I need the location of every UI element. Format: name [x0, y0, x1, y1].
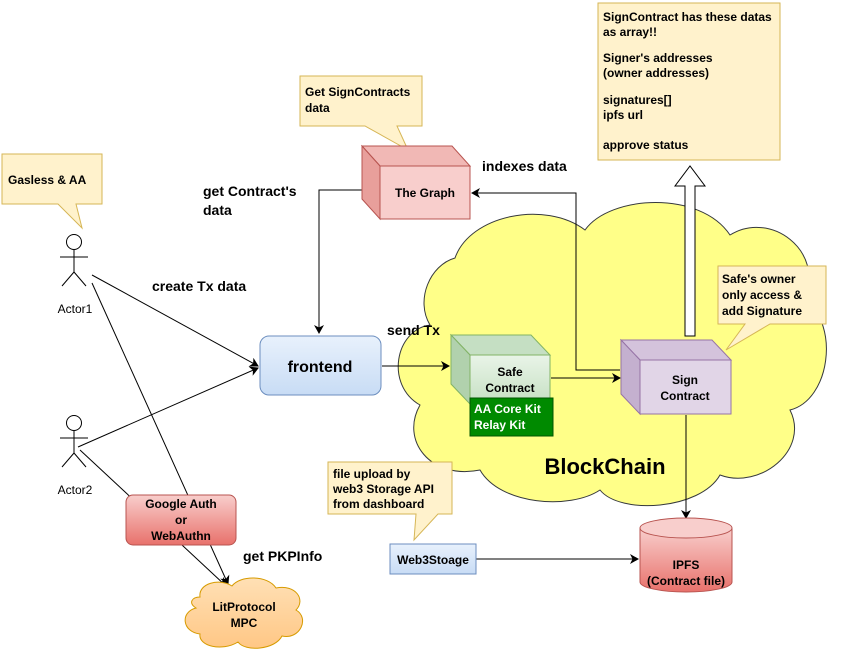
signcontract-data-up-arrow [674, 165, 706, 337]
callout-get-signcontracts-line2: data [305, 101, 330, 115]
sign-contract-label-2: Contract [660, 389, 709, 403]
callout-datas-line4: Signer's addresses [603, 51, 713, 65]
callout-safe-owner-line3: add Signature [722, 304, 802, 318]
label-create-tx: create Tx data [152, 278, 246, 294]
callout-datas-line8: ipfs url [603, 108, 643, 122]
callout-file-upload-line3: from dashboard [333, 497, 424, 511]
blockchain-label: BlockChain [544, 454, 665, 479]
aa-kit-node: AA Core Kit Relay Kit [469, 397, 554, 437]
label-get-pkpinfo: get PKPInfo [243, 548, 322, 564]
callout-file-upload-line2: web3 Storage API [332, 482, 434, 496]
callout-datas-line1: SignContract has these datas [603, 10, 772, 24]
callout-file-upload: file upload by web3 Storage API from das… [327, 461, 453, 542]
the-graph-node: The Graph [360, 144, 472, 221]
callout-gasless-text: Gasless & AA [8, 173, 87, 187]
google-auth-label-2: or [175, 513, 187, 527]
edge-actor1-frontend [91, 274, 259, 367]
frontend-label: frontend [288, 359, 353, 376]
callout-signcontract-datas: SignContract has these datas as array!! … [597, 2, 781, 161]
web3storage-label: Web3Stoage [397, 553, 469, 567]
the-graph-label: The Graph [395, 186, 455, 200]
callout-file-upload-line1: file upload by [333, 467, 411, 481]
callout-safe-owner-line1: Safe's owner [722, 272, 796, 286]
edge-signcontract-graph [471, 188, 620, 371]
web3storage-node: Web3Stoage [389, 543, 477, 575]
aa-kit-label-2: Relay Kit [474, 418, 525, 432]
google-auth-label-3: WebAuthn [151, 529, 211, 543]
actor2-label: Actor2 [58, 483, 93, 497]
edge-actor2-frontend [77, 366, 259, 448]
actor2 [60, 415, 88, 468]
label-get-contract-data-1: get Contract's [203, 183, 297, 199]
safe-contract-label-1: Safe [497, 365, 523, 379]
ipfs-label-1: IPFS [673, 558, 700, 572]
sign-contract-node: Sign Contract [619, 338, 733, 416]
frontend-node: frontend [259, 335, 382, 396]
ipfs-label-2: (Contract file) [647, 574, 725, 588]
callout-datas-line10: approve status [603, 138, 689, 152]
callout-datas-line2: as array!! [603, 25, 657, 39]
actor1 [60, 234, 88, 287]
callout-gasless: Gasless & AA [1, 153, 103, 230]
lit-protocol-node: LitProtocol MPC [184, 577, 303, 649]
aa-kit-label-1: AA Core Kit [474, 402, 541, 416]
label-indexes-data: indexes data [482, 158, 567, 174]
actor1-head [66, 234, 82, 250]
label-get-contract-data-2: data [203, 202, 232, 218]
callout-get-signcontracts: Get SignContracts data [299, 75, 423, 152]
callout-safe-owner: Safe's owner only access & add Signature [717, 265, 827, 351]
label-send-tx: send Tx [387, 322, 440, 338]
ipfs-node: IPFS (Contract file) [639, 517, 733, 593]
google-auth-node: Google Auth or WebAuthn [125, 494, 237, 546]
safe-contract-node: Safe Contract [449, 333, 552, 406]
actor1-label: Actor1 [58, 302, 93, 316]
sign-contract-label-1: Sign [672, 373, 698, 387]
callout-datas-line5: (owner addresses) [603, 66, 709, 80]
google-auth-label-1: Google Auth [145, 497, 217, 511]
callout-safe-owner-line2: only access & [722, 288, 802, 302]
safe-contract-label-2: Contract [485, 381, 534, 395]
lit-protocol-label-2: MPC [231, 616, 258, 630]
actor2-head [66, 415, 82, 431]
lit-protocol-label-1: LitProtocol [212, 600, 275, 614]
callout-datas-line7: signatures[] [603, 93, 672, 107]
edge-graph-frontend [314, 189, 362, 334]
callout-get-signcontracts-line1: Get SignContracts [305, 85, 411, 99]
